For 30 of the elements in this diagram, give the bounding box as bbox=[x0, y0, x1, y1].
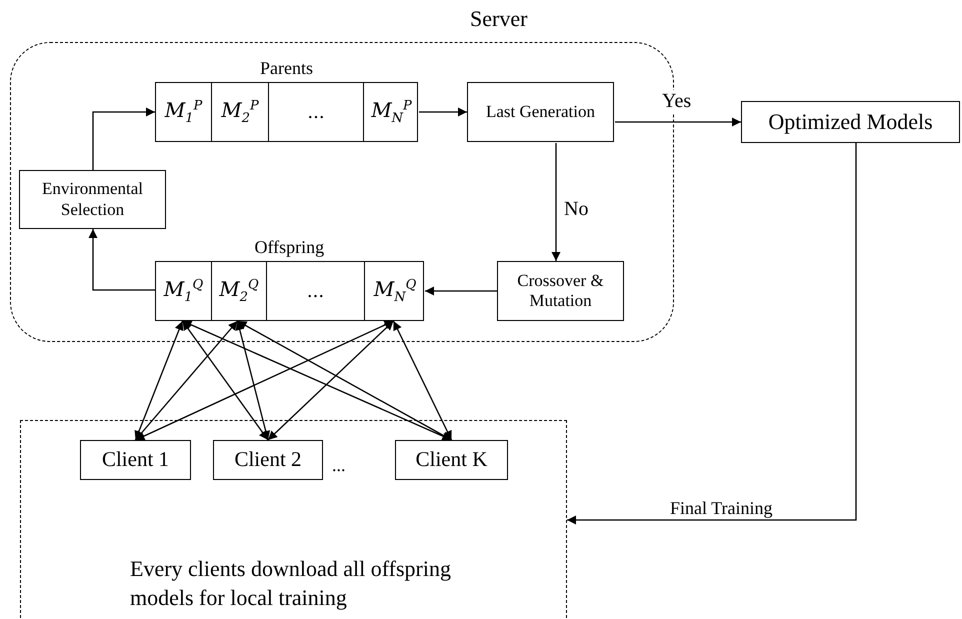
arrow bbox=[567, 143, 857, 525]
process-box: Environmental Selection bbox=[19, 170, 166, 229]
ellipsis-text: ... bbox=[332, 455, 346, 476]
arrow bbox=[88, 229, 155, 291]
process-box: Crossover & Mutation bbox=[497, 261, 624, 321]
note-text: Every clients download all offspring models for local training bbox=[130, 555, 452, 612]
ellipsis-text: ... bbox=[307, 102, 325, 122]
arrow bbox=[135, 320, 238, 440]
group-title: Server bbox=[469, 6, 528, 32]
arrow bbox=[235, 320, 270, 440]
arrow bbox=[135, 320, 394, 441]
arrow bbox=[182, 320, 269, 440]
client-box: Client 1 bbox=[80, 440, 191, 480]
arrow bbox=[268, 320, 394, 440]
arrow bbox=[551, 143, 561, 261]
client-box: Client K bbox=[395, 440, 508, 480]
arrow bbox=[92, 107, 155, 170]
decision-box: Last Generation bbox=[467, 82, 614, 142]
arrow bbox=[392, 320, 452, 440]
arrow bbox=[425, 286, 497, 296]
result-box: Optimized Models bbox=[741, 101, 960, 143]
arrow bbox=[237, 320, 452, 441]
arrow bbox=[134, 320, 184, 440]
arrow bbox=[615, 117, 741, 127]
array-heading: Parents bbox=[260, 58, 313, 78]
ellipsis-text: ... bbox=[306, 280, 324, 302]
edge-label: Yes bbox=[660, 90, 694, 113]
client-box: Client 2 bbox=[213, 440, 323, 480]
array-heading: Offspring bbox=[254, 237, 324, 257]
arrow bbox=[419, 107, 467, 117]
